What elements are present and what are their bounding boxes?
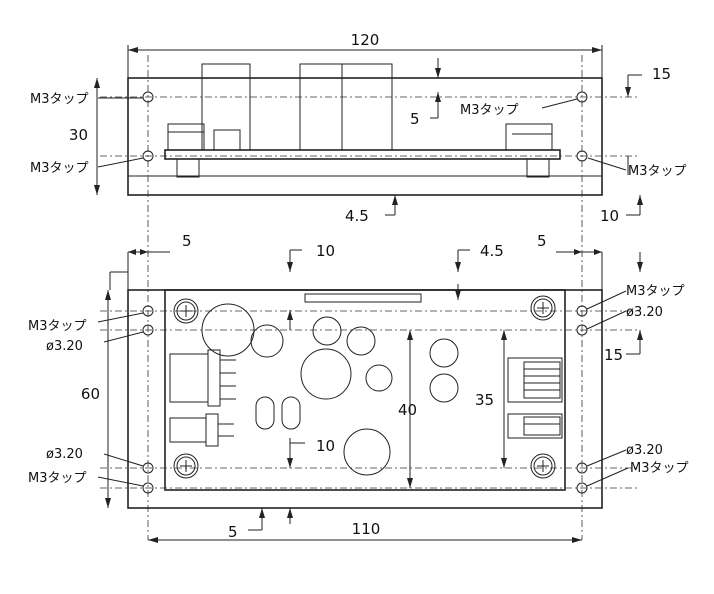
label-m3-tap-bl-2: M3タップ	[28, 471, 87, 486]
top-component-2	[299, 63, 393, 151]
label-dia-br-1: ø3.20	[626, 305, 663, 320]
top-pcb	[164, 149, 561, 160]
dim-top-board-gap: 5	[410, 110, 420, 128]
dim-bottom-foot-offset: 5	[228, 523, 238, 541]
top-connector-right	[505, 123, 553, 151]
label-dia-bl-1: ø3.20	[46, 339, 83, 354]
label-m3-tap-bl-1: M3タップ	[28, 319, 87, 334]
bottom-view: 5 5 10 4.5 60 15 40	[28, 232, 689, 543]
top-view: 120 30 15 10 5 4.5 M3タップ M3タップ M	[30, 31, 687, 540]
dim-bottom-lower-offset: 10	[316, 437, 335, 455]
dim-bottom-hole-from-top: 15	[604, 346, 623, 364]
dim-bottom-hole-spacing: 35	[475, 391, 494, 409]
bottom-pcb	[164, 289, 566, 491]
bottom-hole-m3-tl	[142, 305, 154, 317]
screw-bl	[173, 453, 199, 479]
dim-top-board-thickness: 4.5	[345, 207, 369, 225]
dim-bottom-inner-height: 40	[398, 401, 417, 419]
label-m3-tap-br-2: M3タップ	[630, 461, 689, 476]
dim-top-height: 30	[69, 126, 88, 144]
dim-bottom-margin-right: 5	[537, 232, 547, 250]
dim-bottom-margin-left: 5	[182, 232, 192, 250]
top-hole-tl	[142, 91, 154, 103]
screw-br	[530, 453, 556, 479]
dim-bottom-top-offset-left: 10	[316, 242, 335, 260]
label-m3-tap-top-right-lower: M3タップ	[628, 164, 687, 179]
label-m3-tap-br-1: M3タップ	[626, 284, 685, 299]
bottom-top-connector	[304, 293, 422, 303]
component-cap-lower	[343, 428, 391, 476]
component-block-left	[169, 353, 209, 403]
top-component-1	[201, 63, 251, 151]
component-terminal-right	[507, 357, 563, 439]
label-dia-br-2: ø3.20	[626, 443, 663, 458]
dim-top-hole-from-top: 15	[652, 65, 671, 83]
dim-bottom-top-offset-right: 4.5	[480, 242, 504, 260]
top-connector-left	[167, 123, 205, 151]
dim-bottom-width: 110	[352, 520, 381, 538]
label-m3-tap-top-left: M3タップ	[30, 92, 89, 107]
label-m3-tap-top-left-lower: M3タップ	[30, 161, 89, 176]
dim-top-hole-from-bottom: 10	[600, 207, 619, 225]
label-dia-bl-2: ø3.20	[46, 447, 83, 462]
top-hole-bl	[142, 150, 154, 162]
label-m3-tap-top-right: M3タップ	[460, 103, 519, 118]
screw-tr	[530, 295, 556, 321]
dim-top-width: 120	[351, 31, 380, 49]
bottom-hole-dia-bl	[142, 462, 154, 474]
bottom-hole-m3-bl	[142, 482, 154, 494]
dim-bottom-height: 60	[81, 385, 100, 403]
bottom-hole-dia-tl	[142, 324, 154, 336]
component-cap-medium	[300, 348, 352, 400]
top-view-outline	[127, 77, 603, 196]
